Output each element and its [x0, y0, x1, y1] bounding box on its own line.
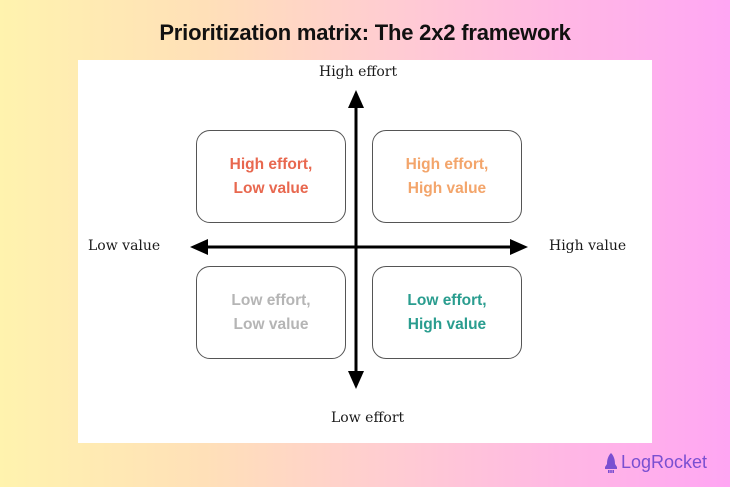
quadrant-line2: Low value: [233, 315, 309, 333]
quadrant-line1: High effort,: [405, 155, 489, 173]
rocket-icon: [605, 452, 617, 473]
axis-label-high-effort: High effort: [319, 64, 398, 80]
quadrant-line1: High effort,: [229, 155, 313, 173]
matrix-panel: [78, 60, 652, 443]
axis-label-low-effort: Low effort: [331, 410, 405, 426]
axis-label-high-value: High value: [549, 238, 627, 254]
quadrant-low-effort-high-value: Low effort, High value: [372, 266, 522, 359]
logrocket-logo: LogRocket: [603, 452, 707, 473]
quadrant-line1: Low effort,: [231, 291, 311, 309]
logo-text: LogRocket: [621, 452, 708, 472]
quadrant-line2: Low value: [233, 179, 309, 197]
quadrant-line2: High value: [407, 315, 487, 333]
page-title: Prioritization matrix: The 2x2 framework: [159, 20, 571, 45]
quadrant-high-effort-low-value: High effort, Low value: [196, 130, 346, 223]
quadrant-line2: High value: [407, 179, 487, 197]
axis-label-low-value: Low value: [88, 238, 161, 254]
quadrant-low-effort-low-value: Low effort, Low value: [196, 266, 346, 359]
quadrant-high-effort-high-value: High effort, High value: [372, 130, 522, 223]
quadrant-line1: Low effort,: [407, 291, 487, 309]
